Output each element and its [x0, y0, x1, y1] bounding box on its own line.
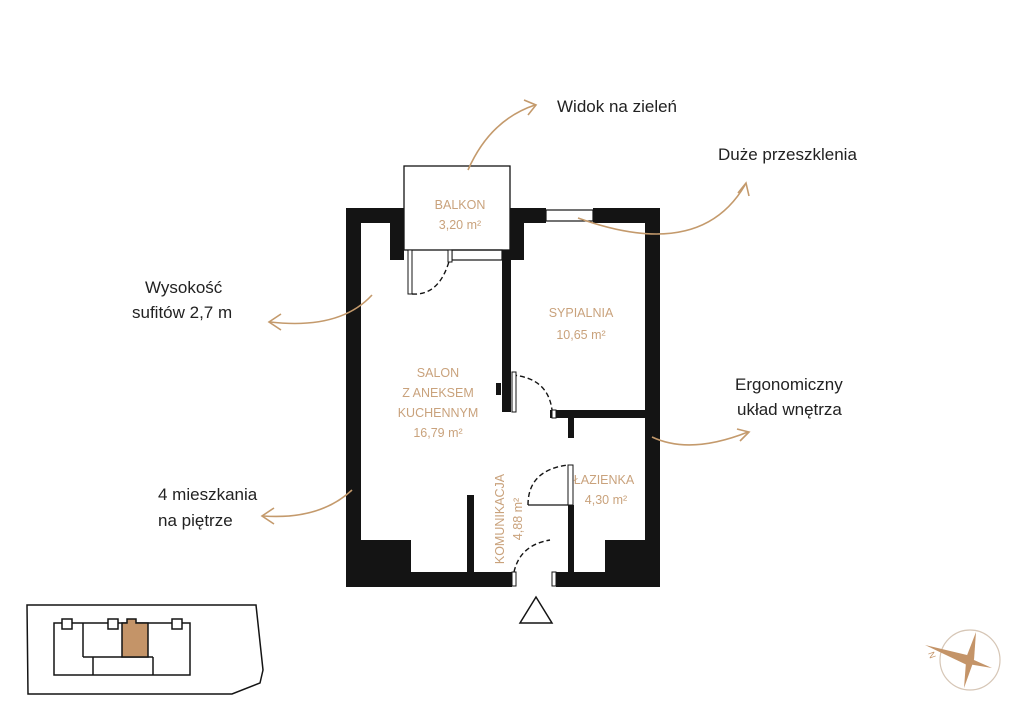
- feature-mieszkania-1: 4 mieszkania: [158, 485, 258, 504]
- feature-wysokosc-2: sufitów 2,7 m: [132, 303, 233, 322]
- building-key-plan: [26, 604, 264, 695]
- feature-wysokosc-1: Wysokość: [145, 278, 223, 297]
- komunikacja-area: 4,88 m²: [511, 498, 525, 540]
- feature-ergonomia-2: układ wnętrza: [737, 400, 842, 419]
- feature-przeszklenia: Duże przeszklenia: [718, 145, 857, 164]
- sypialnia-area: 10,65 m²: [556, 328, 605, 342]
- sypialnia-label: SYPIALNIA: [549, 306, 614, 320]
- doors: [411, 257, 569, 573]
- balkon-area: 3,20 m²: [439, 218, 481, 232]
- salon-label-1: SALON: [417, 366, 459, 380]
- feature-widok: Widok na zieleń: [557, 97, 678, 116]
- salon-area: 16,79 m²: [413, 426, 462, 440]
- door-jambs: [407, 249, 574, 587]
- komunikacja-label: KOMUNIKACJA: [493, 473, 507, 564]
- compass-rose-icon: N: [925, 629, 1001, 691]
- balcony-outline: [403, 165, 511, 251]
- balkon-label: BALKON: [435, 198, 486, 212]
- entrance-arrow-icon: [518, 595, 554, 624]
- salon-label-2: Z ANEKSEM: [402, 386, 474, 400]
- feature-arrows: [260, 99, 751, 525]
- compass-north-label: N: [926, 650, 938, 660]
- lazienka-label: ŁAZIENKA: [574, 473, 635, 487]
- salon-label-3: KUCHENNYM: [398, 406, 479, 420]
- feature-mieszkania-2: na piętrze: [158, 511, 233, 530]
- lazienka-area: 4,30 m²: [585, 493, 627, 507]
- feature-ergonomia-1: Ergonomiczny: [735, 375, 843, 394]
